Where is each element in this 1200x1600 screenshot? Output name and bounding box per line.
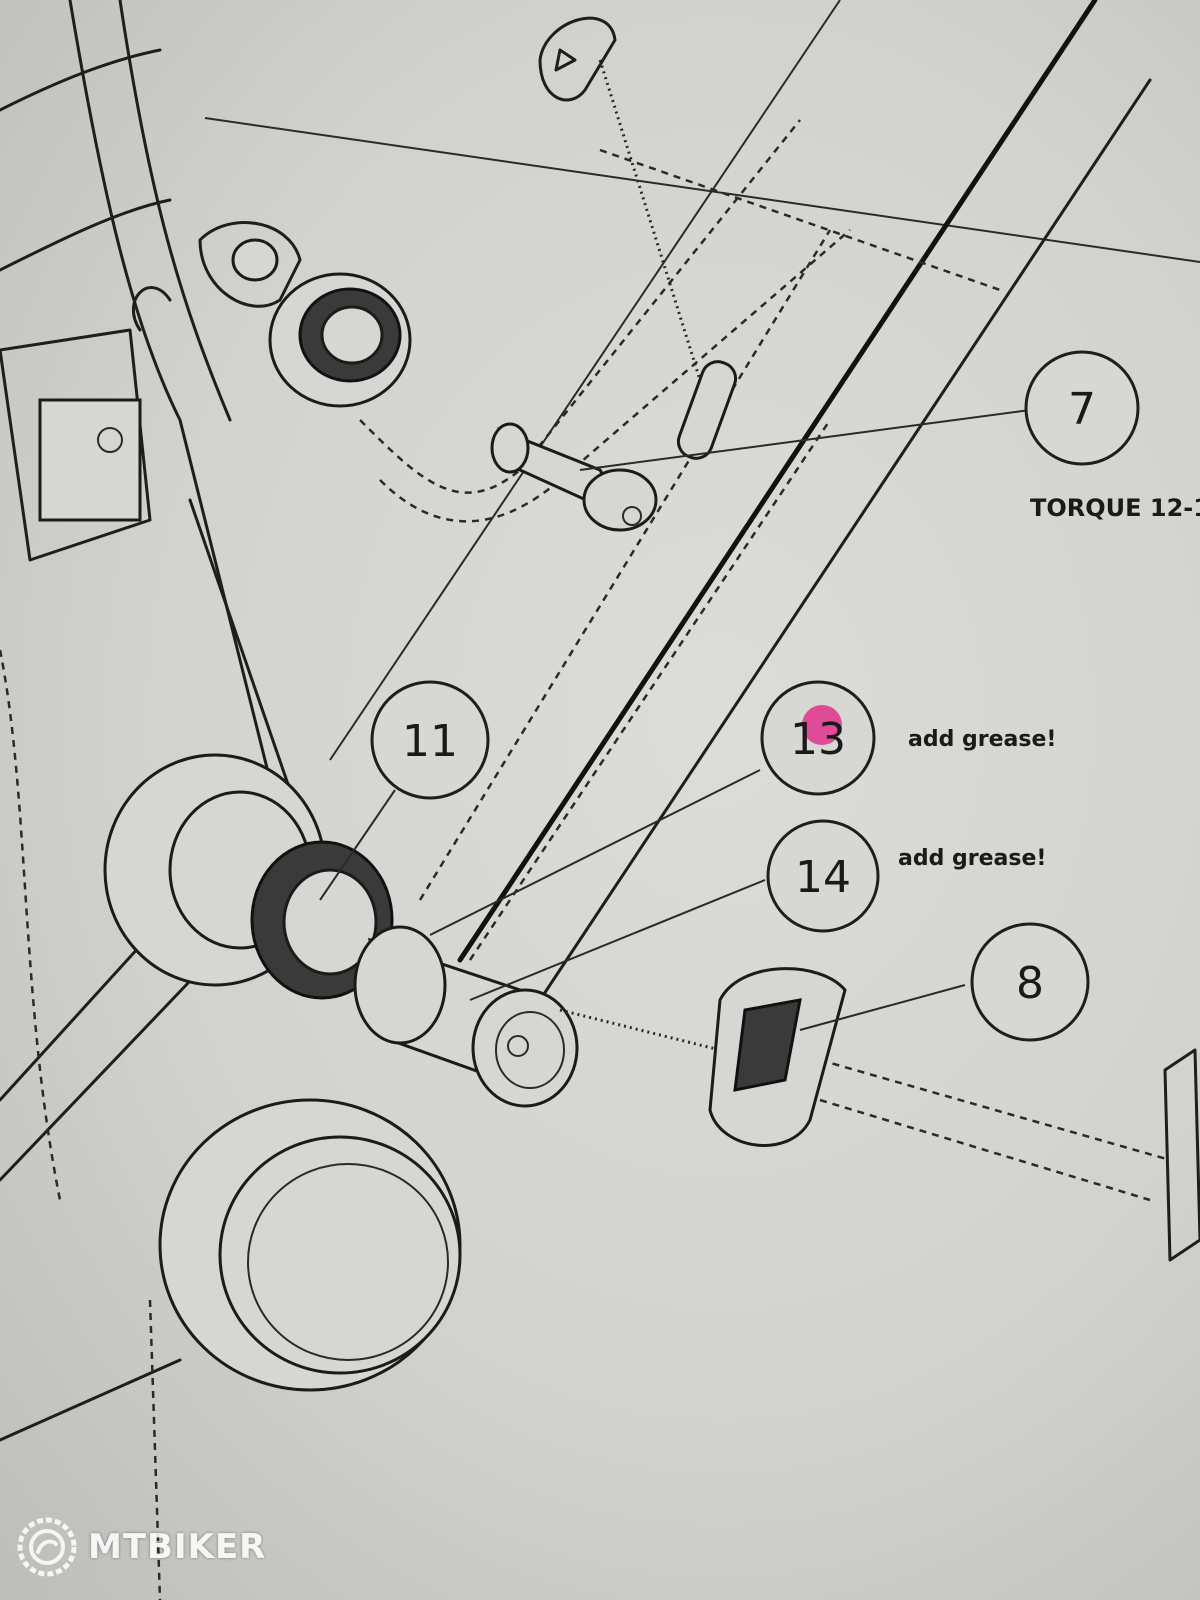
grease-note-14: add grease! (898, 846, 1046, 871)
shock-mount (198, 221, 302, 308)
small-pin-top (538, 16, 617, 102)
rocker-outline (379, 229, 851, 523)
callout-8-number: 8 (1016, 958, 1044, 1009)
callout-7-circle (1024, 350, 1140, 466)
watermark-text: MTBIKER (88, 1527, 267, 1567)
hidden-edge (468, 419, 832, 961)
callout-11: 11 (370, 680, 490, 800)
callout-8-circle (970, 922, 1090, 1042)
callout-7: 7 (1024, 350, 1140, 466)
top-tube-edge (0, 48, 162, 112)
callout-11-circle (370, 680, 490, 800)
assembly-axis (819, 1058, 1171, 1162)
top-tube-edge (0, 198, 172, 272)
dropout-edge (1163, 1048, 1200, 1262)
leader-14 (469, 879, 766, 1001)
pin-arrow (554, 48, 577, 72)
bottom-bracket (158, 1098, 462, 1392)
leader-11 (319, 789, 396, 901)
bolt-7-head (582, 468, 658, 532)
bolt-14-hex (507, 1035, 529, 1057)
assembly-axis (819, 1098, 1151, 1202)
seat-tube-edge (68, 0, 272, 782)
pin-7-sleeve (676, 360, 738, 460)
reference-lines (204, 0, 1200, 1002)
rocker-link (359, 16, 851, 523)
bb-cup-inner (247, 1163, 449, 1361)
seat-tube-edge (118, 0, 232, 422)
chainstay-edge (0, 958, 212, 1182)
leader-13 (429, 769, 761, 936)
watermark: MTBIKER (16, 1516, 266, 1578)
callout-7-number: 7 (1068, 384, 1096, 435)
bolt-7-hex (622, 506, 642, 526)
bb-cup (218, 1135, 462, 1375)
frame-tube-edge (538, 78, 1152, 1002)
axis-line (598, 59, 702, 381)
clamp-bolt (97, 427, 123, 453)
rocker-outline (359, 119, 801, 494)
hidden-edge (148, 1299, 162, 1600)
frame-tube-edge (457, 0, 1098, 963)
nut-8 (559, 967, 1200, 1262)
hidden-edge (0, 649, 62, 1201)
frame-tube-edge (329, 0, 841, 761)
seat-tube-edge (188, 498, 292, 792)
upper-pivot (0, 221, 412, 562)
leader-7 (579, 409, 1031, 471)
hidden-edge (599, 148, 1001, 292)
bolt-14-head-inner (495, 1011, 565, 1089)
highlight-mark (802, 705, 842, 745)
downtube-edge (0, 1358, 182, 1442)
axle-13-flange (353, 925, 447, 1045)
hidden-edge (418, 229, 832, 901)
nut-8-slot (733, 998, 802, 1092)
callout-14: 14 (766, 819, 880, 933)
clamp-plate (38, 398, 142, 522)
leader-8 (799, 984, 966, 1031)
shock-mount-eye (231, 238, 279, 282)
bolt-7-end (490, 422, 530, 474)
callout-8: 8 (970, 922, 1090, 1042)
reference-line (204, 117, 1200, 263)
callout-13-number: 13 (790, 714, 846, 765)
callout-13: 13 (760, 680, 876, 796)
leader-lines (319, 409, 1031, 1031)
callout-14-circle (766, 819, 880, 933)
mtbiker-logo-icon (17, 1517, 77, 1577)
clamp-ear (132, 286, 172, 332)
frame-tubes (0, 0, 292, 1600)
torque-note: TORQUE 12-14 (1030, 494, 1200, 522)
bearing-11-bore (282, 868, 378, 976)
assembly-axis (559, 1008, 721, 1052)
grease-note-13: add grease! (908, 727, 1056, 752)
callout-14-number: 14 (795, 852, 851, 903)
callout-11-number: 11 (402, 716, 458, 767)
main-pivot (103, 753, 579, 1108)
bolt-7 (490, 422, 658, 532)
upper-bearing-bore (320, 305, 384, 365)
clamp-block (0, 328, 152, 562)
